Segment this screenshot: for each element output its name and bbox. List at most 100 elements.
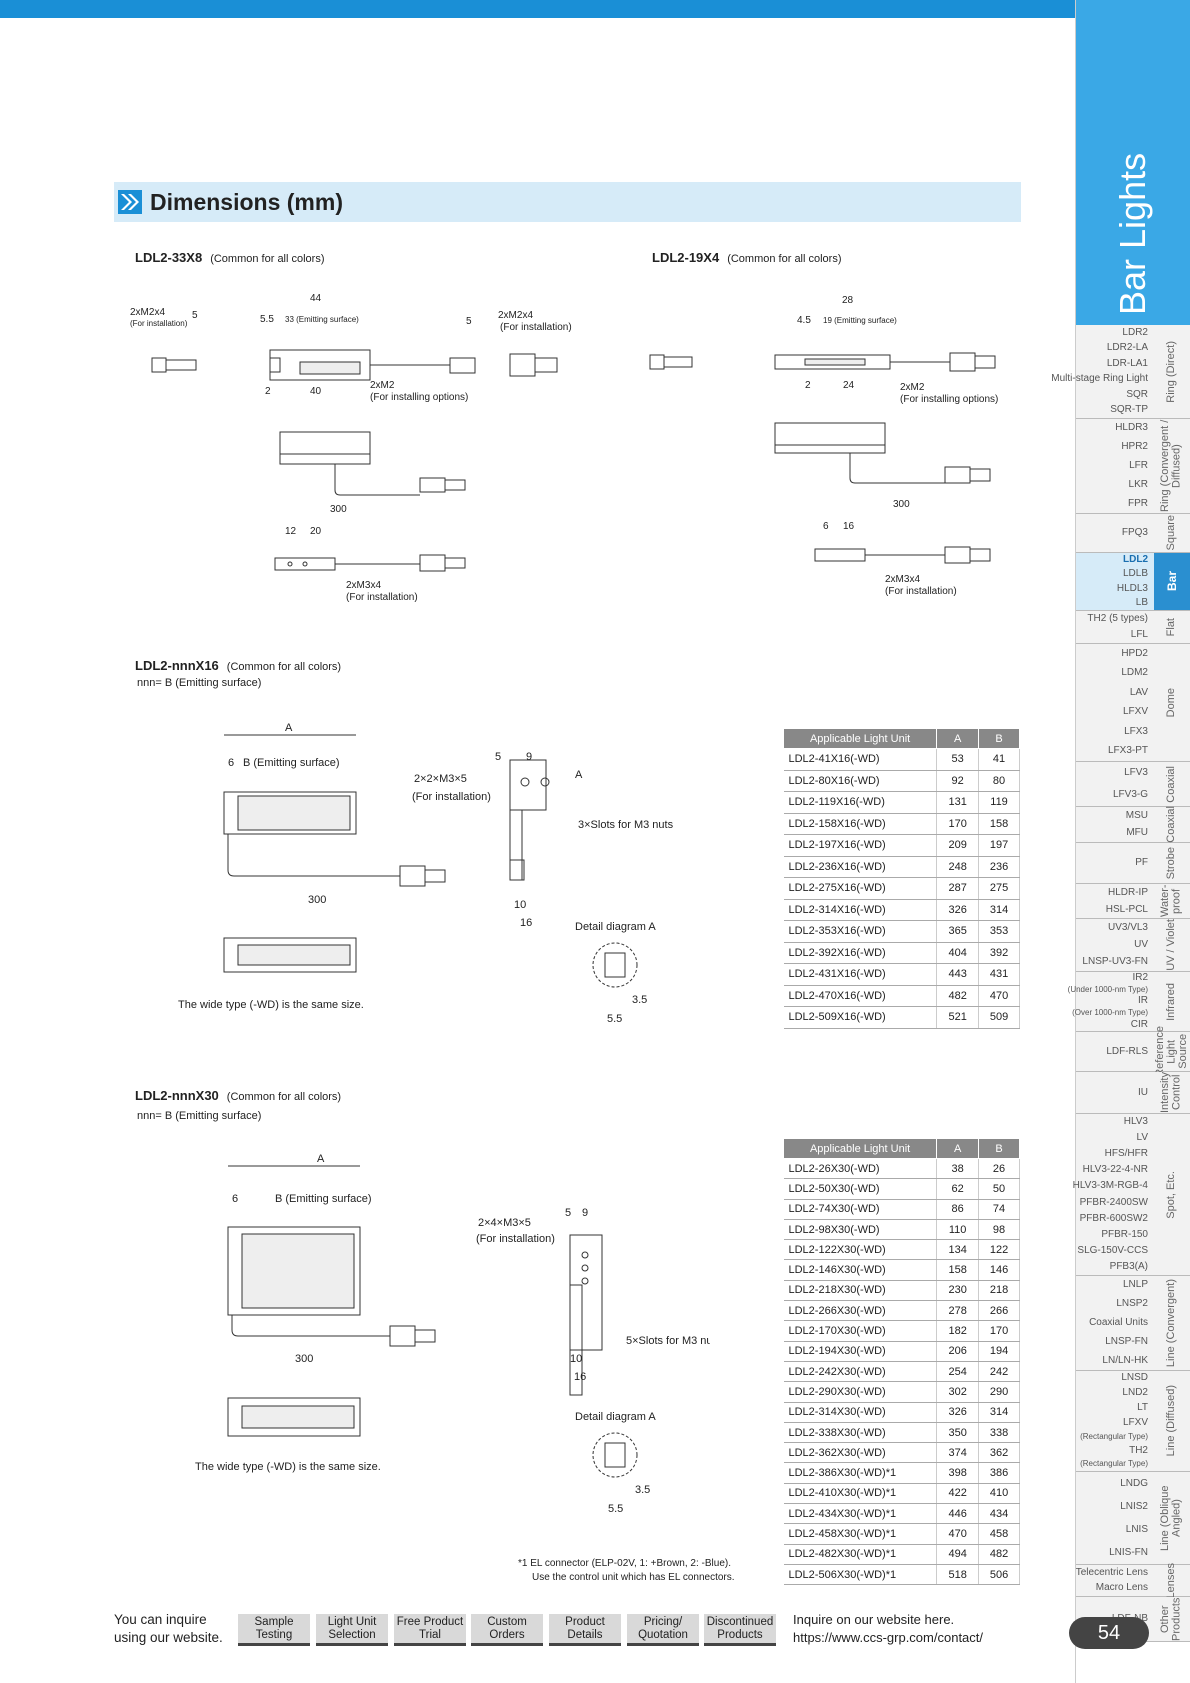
footer-button[interactable]: Product Details	[549, 1614, 621, 1646]
sidebar-item[interactable]: (Under 1000-nm Type)	[1067, 984, 1148, 994]
sidebar-item[interactable]: TH2	[1129, 1444, 1148, 1456]
sidebar-item[interactable]: LAV	[1129, 686, 1148, 698]
sidebar-item[interactable]: LDF-RLS	[1106, 1045, 1148, 1057]
sidebar-item[interactable]: (Over 1000-nm Type)	[1072, 1008, 1148, 1018]
sidebar-item[interactable]: PF	[1135, 857, 1148, 868]
sidebar-item[interactable]: FPQ3	[1121, 527, 1148, 538]
drawing-ldl2-nnnx16: A 6 B (Emitting surface) 300 2×2×M3×5 (F…	[178, 722, 674, 1025]
sidebar-item[interactable]: LDL2	[1123, 554, 1148, 566]
sidebar-item[interactable]: (Rectangular Type)	[1080, 1459, 1148, 1469]
sidebar-item[interactable]: HLV3-22-4-NR	[1082, 1164, 1148, 1176]
sidebar-item[interactable]: Macro Lens	[1095, 1582, 1148, 1594]
sidebar-item[interactable]: IR2	[1132, 972, 1148, 984]
sidebar-item[interactable]: LNSD	[1121, 1372, 1148, 1384]
sidebar-item[interactable]: HLV3-3M-RGB-4	[1072, 1180, 1148, 1192]
sidebar-item[interactable]: LND2	[1122, 1387, 1148, 1399]
sidebar-item[interactable]: LNIS2	[1120, 1500, 1148, 1512]
sidebar-item[interactable]: HFS/HFR	[1104, 1148, 1148, 1160]
sidebar-item[interactable]: SLG-150V-CCS	[1077, 1244, 1148, 1256]
sidebar-item[interactable]: LNIS	[1125, 1523, 1148, 1535]
sidebar-item[interactable]: LV	[1136, 1132, 1149, 1144]
footer-button[interactable]: Discontinued Products	[704, 1614, 776, 1646]
sidebar-item[interactable]: LDR2-LA	[1106, 342, 1148, 354]
footer-button[interactable]: Pricing/ Quotation	[627, 1614, 699, 1646]
sidebar-item[interactable]: LNSP2	[1116, 1298, 1148, 1310]
sidebar-item[interactable]: LFL	[1130, 629, 1148, 640]
sidebar-item[interactable]: UV	[1134, 938, 1148, 950]
sidebar-item[interactable]: (Rectangular Type)	[1080, 1431, 1148, 1441]
sidebar-item[interactable]: LT	[1137, 1402, 1148, 1414]
footer-button[interactable]: Sample Testing	[238, 1614, 310, 1646]
sidebar-item[interactable]: IU	[1138, 1086, 1148, 1098]
sidebar-item[interactable]: LFV3	[1124, 767, 1148, 778]
sidebar-item[interactable]: LFV3-G	[1112, 789, 1148, 800]
sidebar-item[interactable]: PFB3(A)	[1109, 1260, 1148, 1272]
sidebar-item[interactable]: FPR	[1128, 497, 1148, 509]
sidebar-item[interactable]: SQR-TP	[1110, 404, 1148, 416]
svg-text:300: 300	[295, 1353, 313, 1365]
table-cell: 86	[936, 1199, 980, 1220]
sidebar-item[interactable]: CIR	[1130, 1018, 1148, 1030]
sidebar-item[interactable]: LFXV	[1122, 706, 1148, 718]
sidebar-item[interactable]: TH2 (5 types)	[1087, 613, 1148, 624]
sidebar-item[interactable]: Multi-stage Ring Light	[1051, 373, 1148, 385]
sidebar-item[interactable]: HPR2	[1121, 441, 1148, 453]
sidebar-item[interactable]: SQR	[1126, 388, 1148, 400]
sidebar-item[interactable]: LNIS-FN	[1109, 1546, 1148, 1558]
sidebar-item[interactable]: HLDL3	[1116, 582, 1148, 594]
sidebar-item[interactable]: LNDG	[1120, 1477, 1148, 1489]
sidebar-item[interactable]: LNSP-FN	[1105, 1335, 1148, 1347]
sidebar-item[interactable]: LDLB	[1122, 568, 1148, 580]
sidebar-item[interactable]: HLV3	[1123, 1116, 1148, 1128]
table-cell: 206	[936, 1341, 980, 1362]
sidebar-group[interactable]: IR2(Under 1000-nm Type)IR(Over 1000-nm T…	[1068, 972, 1190, 1032]
sidebar-item[interactable]: LDM2	[1121, 667, 1148, 679]
sidebar-item[interactable]: LDR-LA1	[1106, 357, 1148, 369]
sidebar-item[interactable]: UV3/VL3	[1107, 921, 1148, 933]
sidebar-item[interactable]: PFBR-600SW2	[1079, 1212, 1148, 1224]
sidebar-item[interactable]: LFR	[1129, 459, 1148, 471]
sidebar-item[interactable]: PFBR-150	[1101, 1228, 1148, 1240]
sidebar-item[interactable]: MFU	[1126, 827, 1148, 839]
sidebar-item[interactable]: LB	[1135, 596, 1148, 608]
sidebar-item[interactable]: HPD2	[1121, 647, 1148, 659]
contact-link[interactable]: https://www.ccs-grp.com/contact/	[793, 1629, 984, 1645]
footer-button[interactable]: Free Product Trial	[394, 1614, 466, 1646]
footer-button[interactable]: Custom Orders	[471, 1614, 543, 1646]
sidebar-item[interactable]: Coaxial Units	[1089, 1316, 1148, 1328]
sidebar-item[interactable]: LNSP-UV3-FN	[1082, 956, 1148, 968]
sidebar-item[interactable]: LNLP	[1122, 1279, 1148, 1291]
footer-button[interactable]: Light Unit Selection	[316, 1614, 388, 1646]
sidebar-item[interactable]: HSL-PCL	[1105, 903, 1148, 915]
sidebar-item[interactable]: LFXV	[1122, 1416, 1148, 1428]
sidebar-item[interactable]: Telecentric Lens	[1075, 1566, 1148, 1578]
sidebar-item[interactable]: MSU	[1125, 809, 1148, 821]
sidebar-item[interactable]: LKR	[1128, 478, 1148, 490]
sidebar-item[interactable]: HLDR3	[1115, 422, 1148, 434]
sidebar-item[interactable]: LFX3-PT	[1107, 745, 1148, 757]
sidebar-item[interactable]: IR	[1138, 995, 1148, 1007]
sidebar-item[interactable]: PFBR-2400SW	[1079, 1196, 1148, 1208]
sidebar-item[interactable]: HLDR-IP	[1107, 886, 1148, 898]
sidebar-item[interactable]: LFX3	[1124, 725, 1148, 737]
sidebar-item[interactable]: LDR2	[1122, 326, 1148, 338]
sidebar-item[interactable]: LN/LN-HK	[1102, 1354, 1148, 1366]
